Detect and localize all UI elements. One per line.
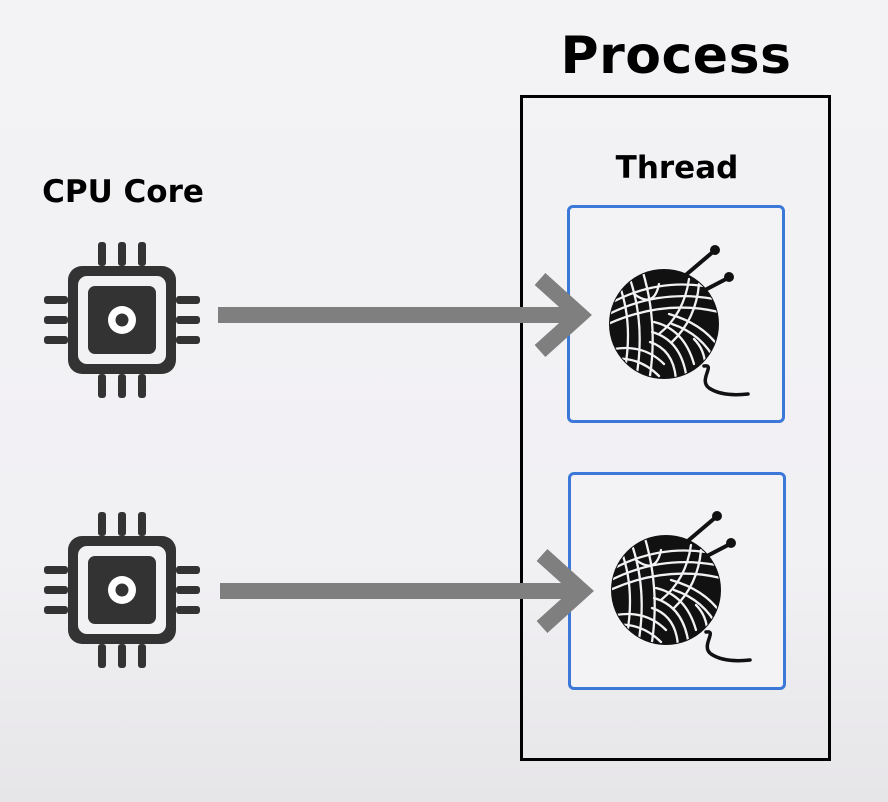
- thread-label: Thread: [615, 150, 739, 186]
- cpu-core-label: CPU Core: [42, 174, 204, 210]
- yarn-ball-icon-2: [610, 511, 750, 661]
- cpu-core-icon-1: [44, 242, 200, 398]
- cpu-core-icon-2: [44, 512, 200, 668]
- arrow-1: [218, 273, 592, 357]
- process-title: Process: [560, 26, 792, 86]
- process-container: [520, 95, 831, 761]
- arrow-2: [220, 549, 594, 633]
- yarn-ball-icon-1: [608, 245, 748, 395]
